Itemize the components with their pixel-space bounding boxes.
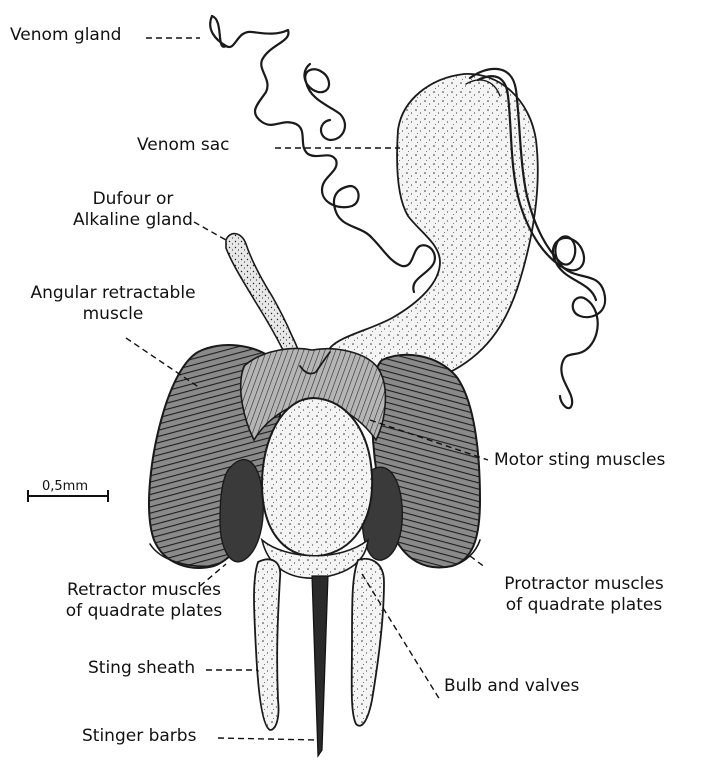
label-protractor-line1: Protractor muscles <box>484 574 684 595</box>
label-dufour-line2: Alkaline gland <box>58 210 208 231</box>
venom-sac-shape <box>327 69 605 408</box>
label-angular-line2: muscle <box>8 304 218 325</box>
label-protractor-muscles: Protractor muscles of quadrate plates <box>484 574 684 616</box>
label-dufour-gland: Dufour or Alkaline gland <box>58 189 208 231</box>
label-dufour-line1: Dufour or <box>58 189 208 210</box>
label-scale-bar: 0,5mm <box>42 476 88 497</box>
label-angular-line1: Angular retractable <box>8 283 218 304</box>
label-bulb-and-valves: Bulb and valves <box>444 676 579 697</box>
label-retractor-line1: Retractor muscles <box>44 580 244 601</box>
label-venom-sac: Venom sac <box>137 135 230 156</box>
label-angular-retractable-muscle: Angular retractable muscle <box>8 283 218 325</box>
label-venom-gland: Venom gland <box>10 25 121 46</box>
label-sting-sheath: Sting sheath <box>88 658 195 679</box>
muscle-mass <box>149 345 480 578</box>
label-protractor-line2: of quadrate plates <box>484 595 684 616</box>
label-retractor-line2: of quadrate plates <box>44 601 244 622</box>
label-stinger-barbs: Stinger barbs <box>82 726 196 747</box>
label-retractor-muscles: Retractor muscles of quadrate plates <box>44 580 244 622</box>
label-motor-sting-muscles: Motor sting muscles <box>494 450 665 471</box>
sting-parts <box>254 559 384 756</box>
